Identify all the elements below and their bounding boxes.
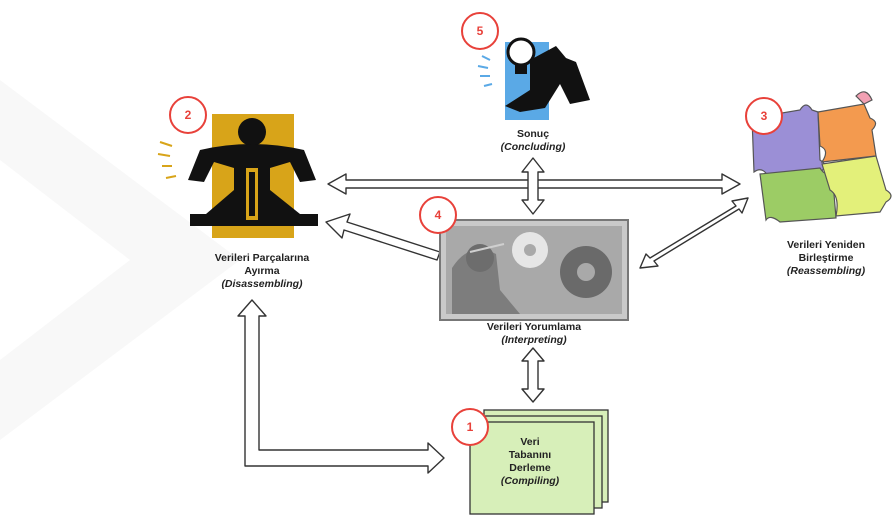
compiling-title-line3: Derleme bbox=[509, 462, 551, 474]
reassembling-illustration bbox=[751, 91, 892, 223]
compiling-title-line2: Tabanını bbox=[508, 449, 552, 461]
concluding-label: Sonuç (Concluding) bbox=[480, 128, 586, 154]
compiling-english: (Compiling) bbox=[500, 475, 560, 487]
disassembling-english: (Disassembling) bbox=[221, 278, 303, 290]
arrow-interpreting-compiling bbox=[521, 347, 545, 403]
concluding-illustration bbox=[477, 37, 590, 120]
arrow-concluding-interpreting bbox=[521, 157, 545, 215]
interpreting-illustration bbox=[439, 219, 629, 321]
step-badge-concluding: 5 bbox=[461, 12, 499, 50]
step-badge-compiling: 1 bbox=[451, 408, 489, 446]
arrow-disassembling-compiling bbox=[237, 299, 445, 474]
arrow-interpreting-reassembling bbox=[639, 197, 749, 269]
step-badge-disassembling: 2 bbox=[169, 96, 207, 134]
compiling-title-line1: Veri bbox=[520, 436, 540, 448]
compiling-label: Veri Tabanını Derleme (Compiling) bbox=[482, 436, 578, 488]
interpreting-label: Verileri Yorumlama (Interpreting) bbox=[464, 321, 604, 347]
step-badge-interpreting: 4 bbox=[419, 196, 457, 234]
step-badge-reassembling: 3 bbox=[745, 97, 783, 135]
reassembling-title-line2: Birleştirme bbox=[798, 252, 854, 264]
reassembling-title-line1: Verileri Yeniden bbox=[786, 239, 866, 251]
reassembling-label: Verileri Yeniden Birleştirme (Reassembli… bbox=[766, 239, 886, 278]
reassembling-english: (Reassembling) bbox=[786, 265, 866, 277]
interpreting-english: (Interpreting) bbox=[501, 334, 567, 346]
disassembling-title-line1: Verileri Parçalarına bbox=[214, 252, 310, 264]
arrow-interpreting-to-disassembling bbox=[325, 213, 441, 261]
disassembling-title-line2: Ayırma bbox=[244, 265, 280, 277]
background-watermark bbox=[0, 80, 240, 440]
interpreting-title: Verileri Yorumlama bbox=[486, 321, 582, 333]
compiling-illustration bbox=[469, 409, 609, 515]
concluding-english: (Concluding) bbox=[500, 141, 566, 153]
concluding-title: Sonuç bbox=[516, 128, 550, 140]
disassembling-label: Verileri Parçalarına Ayırma (Disassembli… bbox=[192, 252, 332, 291]
disassembling-illustration bbox=[157, 114, 318, 238]
